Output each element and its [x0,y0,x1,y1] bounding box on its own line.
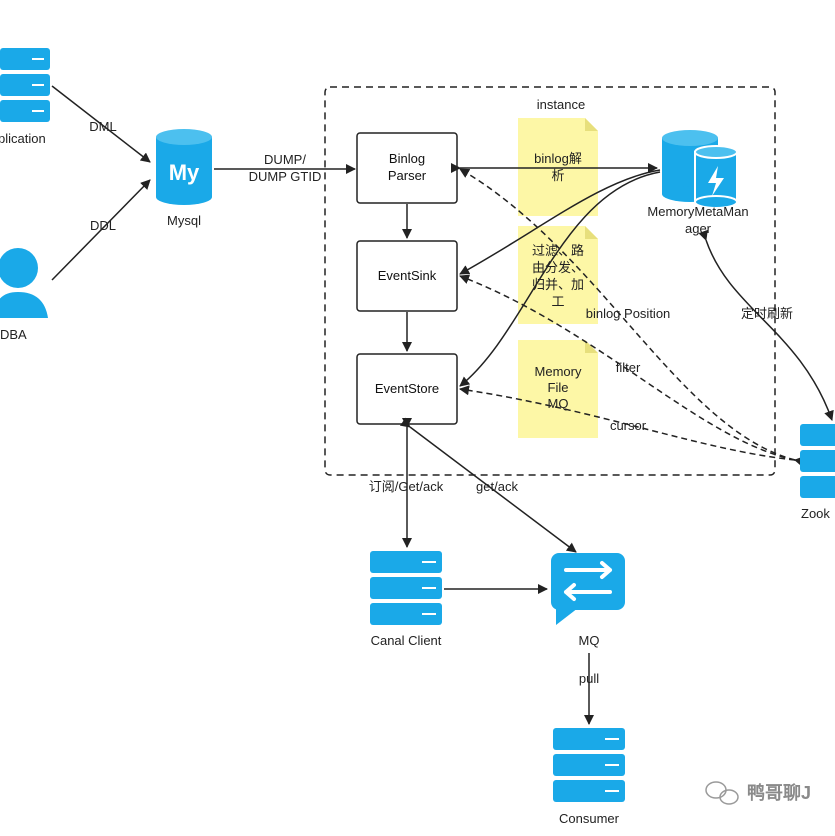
mq-icon [551,553,625,625]
canal-client-server-icon [370,551,442,625]
mysql-database-icon: My [156,129,212,205]
storage-note-line1: Memory [535,364,582,379]
wechat-logo-icon [705,781,739,805]
memory-meta-manager-label-2: ager [685,221,712,236]
cursor-edge [459,385,805,466]
binlog-parser-label-2: Parser [388,168,427,183]
event-sink-label: EventSink [378,268,437,283]
consumer-server-icon [553,728,625,802]
event-store-box: EventStore [356,353,458,425]
memory-meta-manager-label-1: MemoryMetaMan [647,204,748,219]
dump-label-1: DUMP/ [264,152,306,167]
consumer-label: Consumer [559,811,620,826]
refresh-label: 定时刷新 [741,306,793,321]
application-label: plication [0,131,46,146]
refresh-edge [698,229,834,421]
subscribe-label: 订阅/Get/ack [369,479,444,494]
wechat-watermark: 鸭哥聊J [705,781,811,805]
mq-label: MQ [579,633,600,648]
ddl-label: DDL [90,218,116,233]
cursor-label: cursor [610,418,647,433]
get-ack-edge [399,417,577,553]
zookeeper-label: Zook [801,506,830,521]
storage-note-line2: File [548,380,569,395]
dba-user-icon [0,248,48,318]
filter-route-note-line2: 由分发、 [532,260,584,275]
application-server-icon [0,48,50,122]
instance-label: instance [537,97,585,112]
dump-label-2: DUMP GTID [249,169,322,184]
dml-label: DML [89,119,116,134]
filter-route-note-line4: 工 [551,294,564,309]
zookeeper-server-icon [800,424,835,498]
ddl-edge [51,179,151,281]
mysql-label: Mysql [167,213,201,228]
binlog-parse-note: binlog解 析 [518,118,598,216]
mysql-logo-text: My [169,160,200,185]
filter-label: filter [616,360,641,375]
get-ack-label: get/ack [476,479,518,494]
pull-label: pull [579,671,599,686]
dml-edge [51,85,151,163]
storage-note: Memory File MQ [518,340,598,438]
watermark-text: 鸭哥聊J [747,782,811,803]
memory-meta-manager-icon [662,130,738,209]
dba-label: DBA [0,327,27,342]
canal-client-label: Canal Client [371,633,442,648]
binlog-parser-box: Binlog Parser [356,132,458,204]
binlog-parse-note-line1: binlog解 [534,151,582,166]
binlog-position-label: binlog Position [586,306,671,321]
binlog-parser-label-1: Binlog [389,151,425,166]
binlog-parse-note-line2: 析 [551,168,564,183]
event-store-label: EventStore [375,381,439,396]
event-sink-box: EventSink [356,240,458,312]
